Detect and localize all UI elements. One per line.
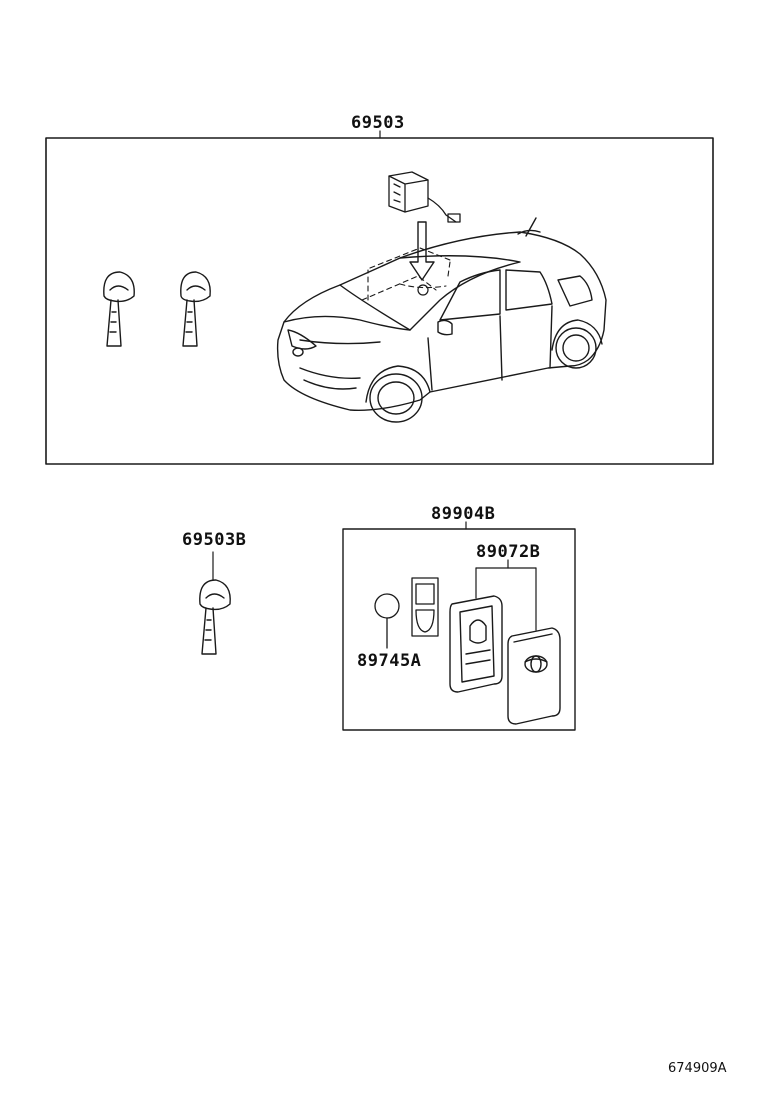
- battery-icon: [374, 593, 400, 649]
- label-smart-key: 89904B: [431, 504, 496, 524]
- label-kit-main: 69503: [351, 113, 405, 133]
- label-battery: 89745A: [357, 651, 422, 671]
- key-case-inner-icon: [449, 595, 503, 693]
- label-case: 89072B: [476, 542, 541, 562]
- antenna-location: [417, 284, 429, 296]
- label-key-blank: 69503B: [182, 530, 247, 550]
- smart-key-frame: [342, 528, 576, 731]
- illustration-id: 674909A: [668, 1061, 727, 1076]
- car-icon: [276, 217, 607, 423]
- key-icon: [199, 579, 231, 655]
- hidden-lines: [361, 247, 451, 301]
- key-icon: [103, 271, 135, 347]
- arrow-icon: [409, 221, 435, 281]
- key-cover-icon: [507, 627, 561, 725]
- key-icon: [180, 271, 211, 347]
- kit-frame: [45, 137, 714, 465]
- circuit-board-icon: [411, 577, 439, 637]
- antenna-module-icon: [388, 171, 461, 223]
- case-leader: [475, 559, 537, 631]
